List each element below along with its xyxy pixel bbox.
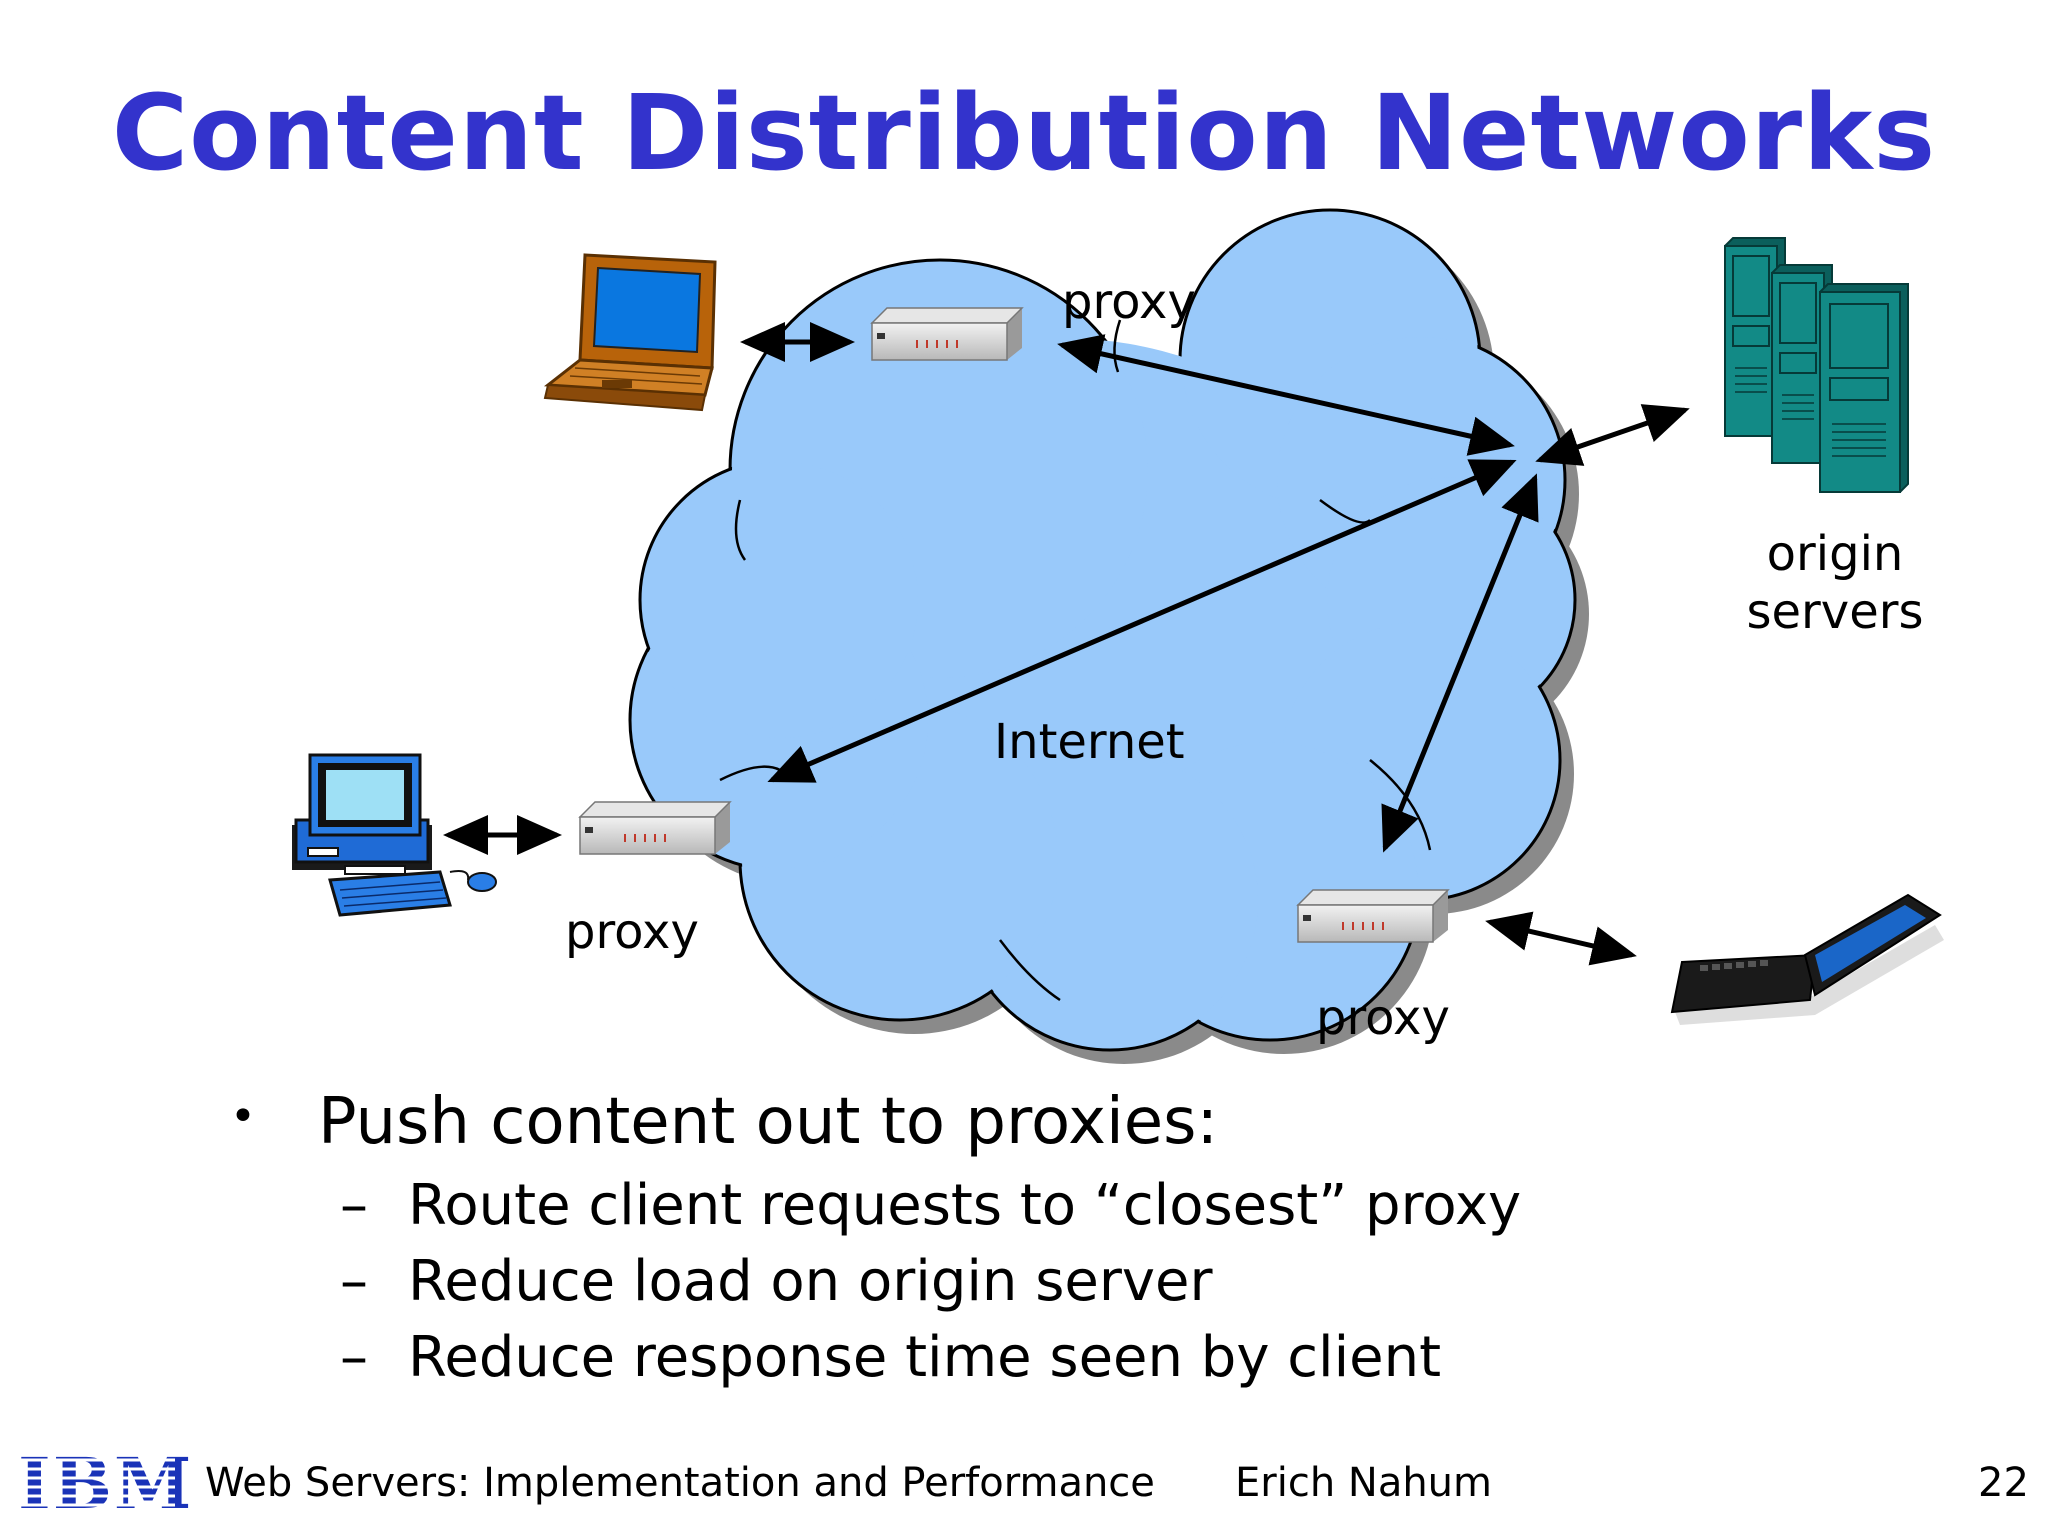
bullet-dot: • [230,1091,256,1142]
footer-course: Web Servers: Implementation and Performa… [205,1460,1155,1506]
origin-label-line: origin [1766,526,1904,582]
footer-page-number: 22 [1978,1460,2029,1506]
footer-author: Erich Nahum [1235,1460,1492,1506]
bullet-main-text: Push content out to proxies: [318,1085,1219,1159]
proxy-device-icon [578,801,732,855]
proxy-label-bottom: proxy [1316,990,1450,1046]
servers-label-line: servers [1746,584,1924,640]
arrow-proxy-notebook [1485,911,1637,966]
origin-servers-label: origin servers [1740,530,1930,636]
desktop-computer-icon [292,753,497,917]
svg-text:IBM: IBM [18,1442,193,1525]
sub-bullet-dash: – [340,1325,368,1390]
slide-title: Content Distribution Networks [111,72,1937,194]
notebook-icon [1670,893,1944,1025]
arrow-proxy-origin-top [1057,334,1515,456]
sub-bullet-text: Reduce load on origin server [408,1249,1213,1314]
arrow-proxy-origin-bottom [1381,473,1539,853]
arrow-origin-servers [1535,404,1690,466]
server-rack-icon [1724,237,1909,493]
proxy-device-icon [1296,889,1450,943]
connection-arrows [443,322,1690,966]
sub-bullet-dash: – [340,1173,368,1238]
proxy-label-top: proxy [1062,274,1196,330]
sub-bullet-dash: – [340,1249,368,1314]
sub-bullet-text: Route client requests to “closest” proxy [408,1173,1522,1238]
proxy-device-icon [870,307,1024,361]
internet-label: Internet [994,714,1185,770]
sub-bullet-text: Reduce response time seen by client [408,1325,1442,1390]
proxy-label-left: proxy [565,904,699,960]
ibm-logo: IBM [14,1442,193,1525]
laptop-icon [543,253,717,412]
